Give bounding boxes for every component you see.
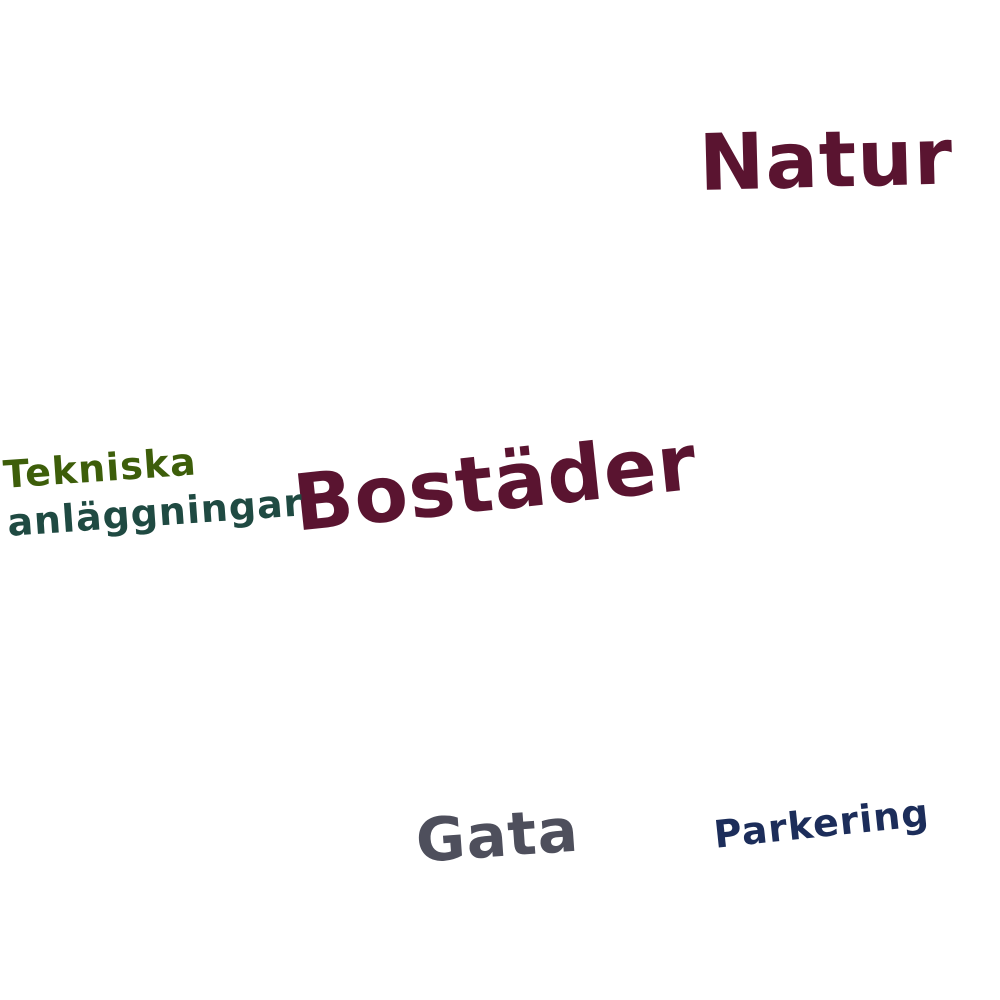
word-natur: Natur — [697, 112, 955, 209]
word-bostader: Bostäder — [289, 417, 702, 550]
word-parkering: Parkering — [711, 790, 932, 857]
word-gata: Gata — [413, 795, 582, 877]
word-tekniska: Tekniska — [1, 439, 198, 497]
